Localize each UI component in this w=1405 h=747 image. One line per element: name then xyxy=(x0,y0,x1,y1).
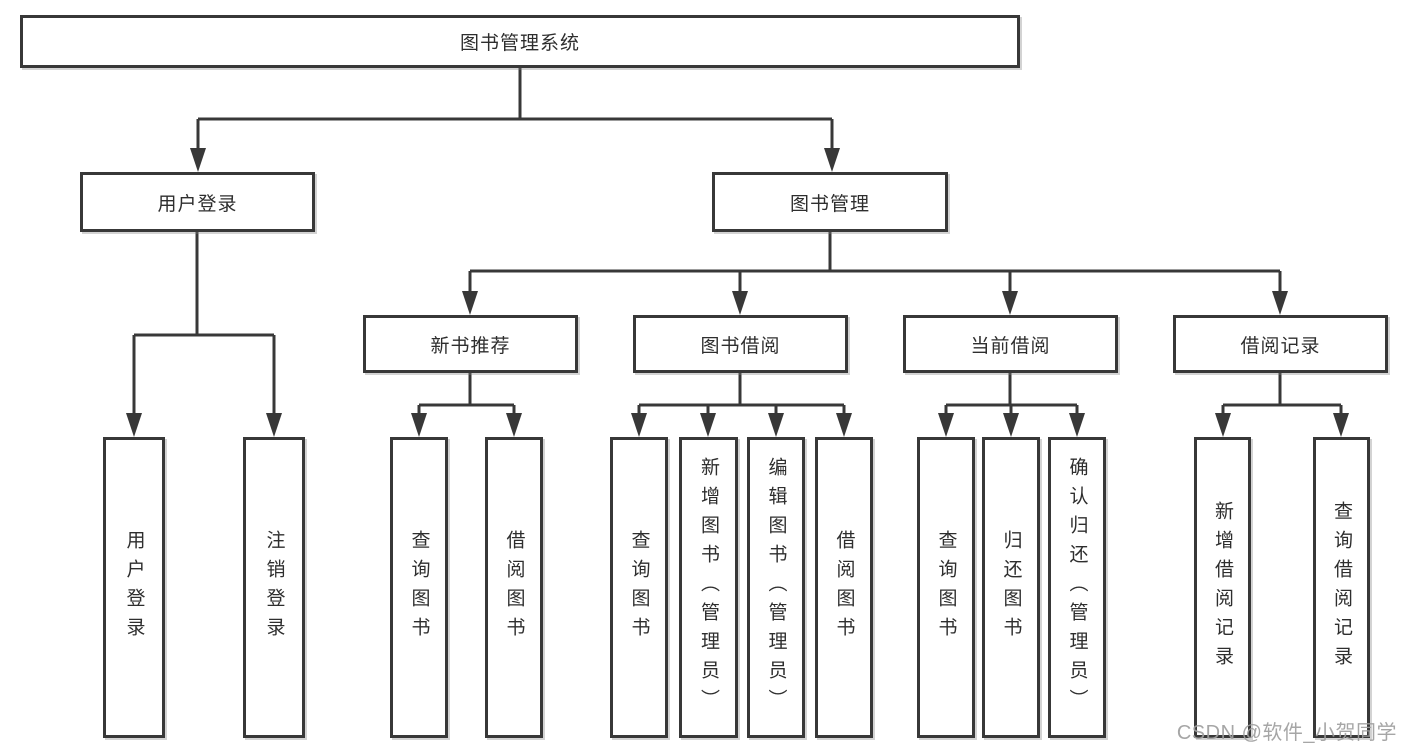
node-user-login-label: 用户登录 xyxy=(157,193,238,215)
leaf-borrow-query-books: 查询图书 xyxy=(610,437,668,738)
node-borrow-records-label: 借阅记录 xyxy=(1240,335,1321,357)
leaf-confirm-return-admin-label: 确认归还（管理员） xyxy=(1066,457,1088,718)
leaf-return-books: 归还图书 xyxy=(982,437,1040,738)
leaf-edit-books-admin-label: 编辑图书（管理员） xyxy=(765,457,787,718)
connector-userlogin-to-leaves xyxy=(132,232,276,418)
node-new-book-recommend: 新书推荐 xyxy=(363,315,578,373)
leaf-recommend-query-books-label: 查询图书 xyxy=(408,529,430,646)
leaf-borrow-query-books-label: 查询图书 xyxy=(628,529,650,646)
leaf-logout-label: 注销登录 xyxy=(263,529,285,646)
leaf-add-books-admin: 新增图书（管理员） xyxy=(679,437,738,738)
arrowheads xyxy=(126,148,1349,437)
connector-records-to-leaves xyxy=(1221,373,1343,418)
node-current-borrow: 当前借阅 xyxy=(903,315,1118,373)
leaf-current-query-books: 查询图书 xyxy=(917,437,975,738)
node-book-borrow-label: 图书借阅 xyxy=(700,335,781,357)
leaf-recommend-query-books: 查询图书 xyxy=(390,437,448,738)
leaf-edit-books-admin: 编辑图书（管理员） xyxy=(747,437,805,738)
node-book-management: 图书管理 xyxy=(712,172,948,232)
connector-root-to-level2 xyxy=(196,68,834,152)
leaf-query-borrow-record-label: 查询借阅记录 xyxy=(1331,500,1352,675)
leaf-current-query-books-label: 查询图书 xyxy=(935,529,957,646)
leaf-add-borrow-record: 新增借阅记录 xyxy=(1194,437,1251,738)
node-book-management-label: 图书管理 xyxy=(789,193,870,215)
leaf-add-borrow-record-label: 新增借阅记录 xyxy=(1212,500,1233,675)
leaf-user-login: 用户登录 xyxy=(103,437,165,738)
connector-newbook-to-leaves xyxy=(417,373,516,418)
csdn-watermark: CSDN @软件_小贺同学 xyxy=(1176,722,1397,744)
node-new-book-recommend-label: 新书推荐 xyxy=(430,335,511,357)
leaf-user-login-label: 用户登录 xyxy=(123,529,145,646)
leaf-recommend-borrow-books-label: 借阅图书 xyxy=(503,529,525,646)
node-library-system-label: 图书管理系统 xyxy=(459,33,580,54)
leaf-return-books-label: 归还图书 xyxy=(1000,529,1022,646)
node-library-system: 图书管理系统 xyxy=(20,15,1020,68)
leaf-add-books-admin-label: 新增图书（管理员） xyxy=(698,457,719,718)
connector-current-to-leaves xyxy=(944,373,1079,418)
leaf-borrow-books-label: 借阅图书 xyxy=(833,529,855,646)
connector-bookmgmt-to-level3 xyxy=(468,232,1282,295)
leaf-query-borrow-record: 查询借阅记录 xyxy=(1313,437,1370,738)
leaf-borrow-books: 借阅图书 xyxy=(815,437,873,738)
leaf-logout: 注销登录 xyxy=(243,437,305,738)
node-book-borrow: 图书借阅 xyxy=(633,315,848,373)
connector-borrow-to-leaves xyxy=(637,373,846,418)
node-user-login: 用户登录 xyxy=(80,172,315,232)
node-current-borrow-label: 当前借阅 xyxy=(970,335,1051,357)
leaf-recommend-borrow-books: 借阅图书 xyxy=(485,437,543,738)
leaf-confirm-return-admin: 确认归还（管理员） xyxy=(1048,437,1106,738)
node-borrow-records: 借阅记录 xyxy=(1173,315,1388,373)
